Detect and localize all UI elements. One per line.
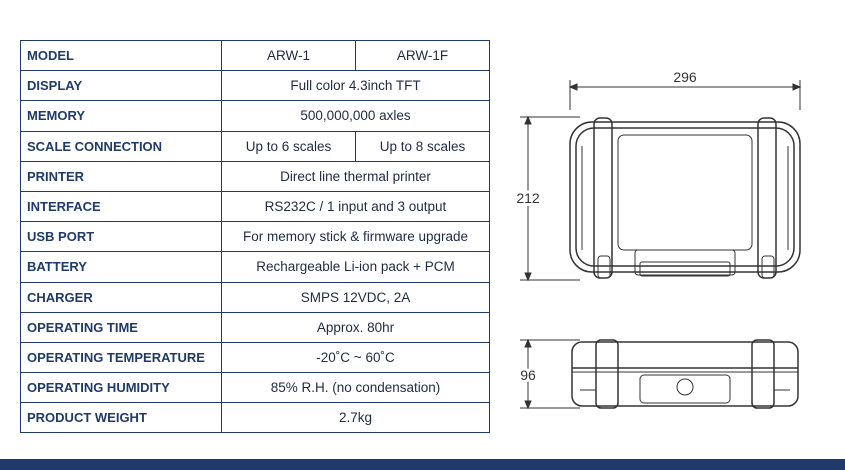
height-dimension: [520, 115, 580, 282]
row-value: -20˚C ~ 60˚C: [221, 341, 490, 374]
row-value: 85% R.H. (no condensation): [221, 372, 490, 404]
row-label: INTERFACE: [20, 190, 222, 223]
table-row: OPERATING TIME Approx. 80hr: [20, 311, 490, 343]
row-label: SCALE CONNECTION: [20, 130, 222, 162]
row-label: OPERATING TIME: [20, 311, 222, 343]
row-value: SMPS 12VDC, 2A: [221, 281, 490, 313]
row-label: CHARGER: [20, 281, 222, 313]
row-value: Approx. 80hr: [221, 311, 490, 343]
row-value: For memory stick & firmware upgrade: [221, 221, 490, 253]
table-row: INTERFACE RS232C / 1 input and 3 output: [20, 190, 490, 223]
row-label: USB PORT: [20, 221, 222, 253]
model-arw-1f: ARW-1F: [355, 39, 490, 72]
spec-table: MODEL ARW-1 ARW-1F DISPLAY Full color 4.…: [20, 39, 490, 434]
row-value: 2.7kg: [221, 402, 490, 434]
row-label: MEMORY: [20, 100, 222, 132]
row-label: DISPLAY: [20, 70, 222, 102]
row-label: PRINTER: [20, 160, 222, 192]
table-row: USB PORT For memory stick & firmware upg…: [20, 221, 490, 253]
depth-dimension: [520, 338, 580, 410]
width-dimension: [568, 80, 802, 110]
table-row: MODEL ARW-1 ARW-1F: [20, 39, 490, 72]
row-label: MODEL: [20, 39, 222, 72]
height-dim-label: 212: [516, 190, 540, 206]
width-dim-label: 296: [673, 69, 697, 85]
table-row: DISPLAY Full color 4.3inch TFT: [20, 70, 490, 102]
case-side-view: [571, 339, 799, 409]
row-value: 500,000,000 axles: [221, 100, 490, 132]
row-value: Direct line thermal printer: [221, 160, 490, 192]
table-row: PRODUCT WEIGHT 2.7kg: [20, 402, 490, 434]
case-drawings: 296 212 96: [513, 69, 802, 410]
depth-dim-label: 96: [520, 367, 536, 383]
row-value: RS232C / 1 input and 3 output: [221, 190, 490, 223]
row-label: OPERATING HUMIDITY: [20, 372, 222, 404]
row-value: Full color 4.3inch TFT: [221, 70, 490, 102]
row-label: PRODUCT WEIGHT: [20, 402, 222, 434]
table-row: PRINTER Direct line thermal printer: [20, 160, 490, 192]
table-row: SCALE CONNECTION Up to 6 scales Up to 8 …: [20, 130, 490, 162]
model-arw-1: ARW-1: [221, 39, 356, 72]
footer-bar: [0, 459, 845, 470]
table-row: OPERATING TEMPERATURE -20˚C ~ 60˚C: [20, 341, 490, 374]
row-label: OPERATING TEMPERATURE: [20, 341, 222, 374]
row-value: Rechargeable Li-ion pack + PCM: [221, 251, 490, 283]
table-row: CHARGER SMPS 12VDC, 2A: [20, 281, 490, 313]
table-row: OPERATING HUMIDITY 85% R.H. (no condensa…: [20, 372, 490, 404]
row-label: BATTERY: [20, 251, 222, 283]
table-row: BATTERY Rechargeable Li-ion pack + PCM: [20, 251, 490, 283]
case-top-view: [569, 117, 801, 279]
row-value-arw-1: Up to 6 scales: [221, 130, 356, 162]
row-value-arw-1f: Up to 8 scales: [355, 130, 490, 162]
table-row: MEMORY 500,000,000 axles: [20, 100, 490, 132]
